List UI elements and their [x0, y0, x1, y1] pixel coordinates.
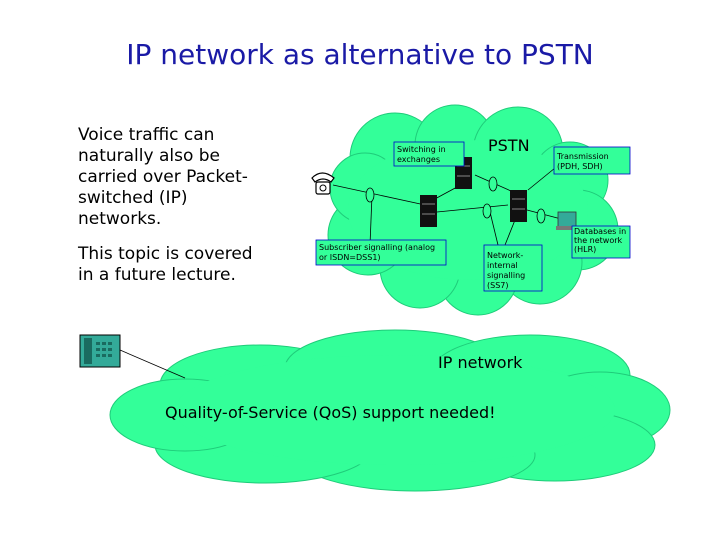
- paragraph-line: switched (IP): [78, 188, 188, 208]
- qos-label: Quality-of-Service (QoS) support needed!: [165, 403, 496, 422]
- callout-leader-line: [489, 211, 499, 246]
- ip-phone-icon: [79, 334, 121, 368]
- databases-callout-box: [571, 225, 631, 259]
- subscriber-callout-box: [315, 239, 447, 266]
- switching-callout-box: [393, 141, 465, 167]
- ip-phone-link-line: [119, 349, 186, 379]
- callout-leader-line: [504, 219, 516, 246]
- trunk-line: [436, 204, 509, 213]
- paragraph-line: carried over Packet-: [78, 167, 248, 187]
- transmission-callout-box: [553, 146, 631, 175]
- pstn-label: PSTN: [488, 136, 530, 155]
- paragraph-future-lecture: This topic is covered in a future lectur…: [78, 244, 253, 286]
- ip-network-label: IP network: [438, 353, 523, 372]
- switch-icon: [510, 190, 527, 222]
- paragraph-line: networks.: [78, 209, 162, 229]
- network-signalling-label: Network- internal signalling (SS7): [487, 251, 528, 290]
- paragraph-line: Voice traffic can: [78, 125, 215, 145]
- callout-leader-line: [527, 167, 556, 191]
- database-icon: [556, 211, 578, 230]
- paragraph-voice-traffic: Voice traffic can naturally also be carr…: [78, 125, 248, 230]
- telephone-icon: [311, 172, 335, 195]
- page-title: IP network as alternative to PSTN: [126, 38, 594, 71]
- databases-label: Databases in the network (HLR): [574, 227, 629, 254]
- switch-icon: [420, 195, 437, 227]
- paragraph-line: This topic is covered: [78, 244, 253, 264]
- network-signalling-callout-box: [483, 244, 543, 292]
- callout-leader-line: [369, 194, 373, 246]
- ip-network-cloud: [109, 329, 671, 492]
- transmission-label: Transmission (PDH, SDH): [556, 152, 611, 171]
- phone-link-line: [332, 184, 426, 206]
- switching-label: Switching in exchanges: [397, 145, 448, 164]
- paragraph-line: naturally also be: [78, 146, 221, 166]
- subscriber-label: Subscriber signalling (analog or ISDN=DS…: [319, 243, 438, 262]
- link-markers: [365, 176, 546, 224]
- paragraph-line: in a future lecture.: [78, 265, 236, 285]
